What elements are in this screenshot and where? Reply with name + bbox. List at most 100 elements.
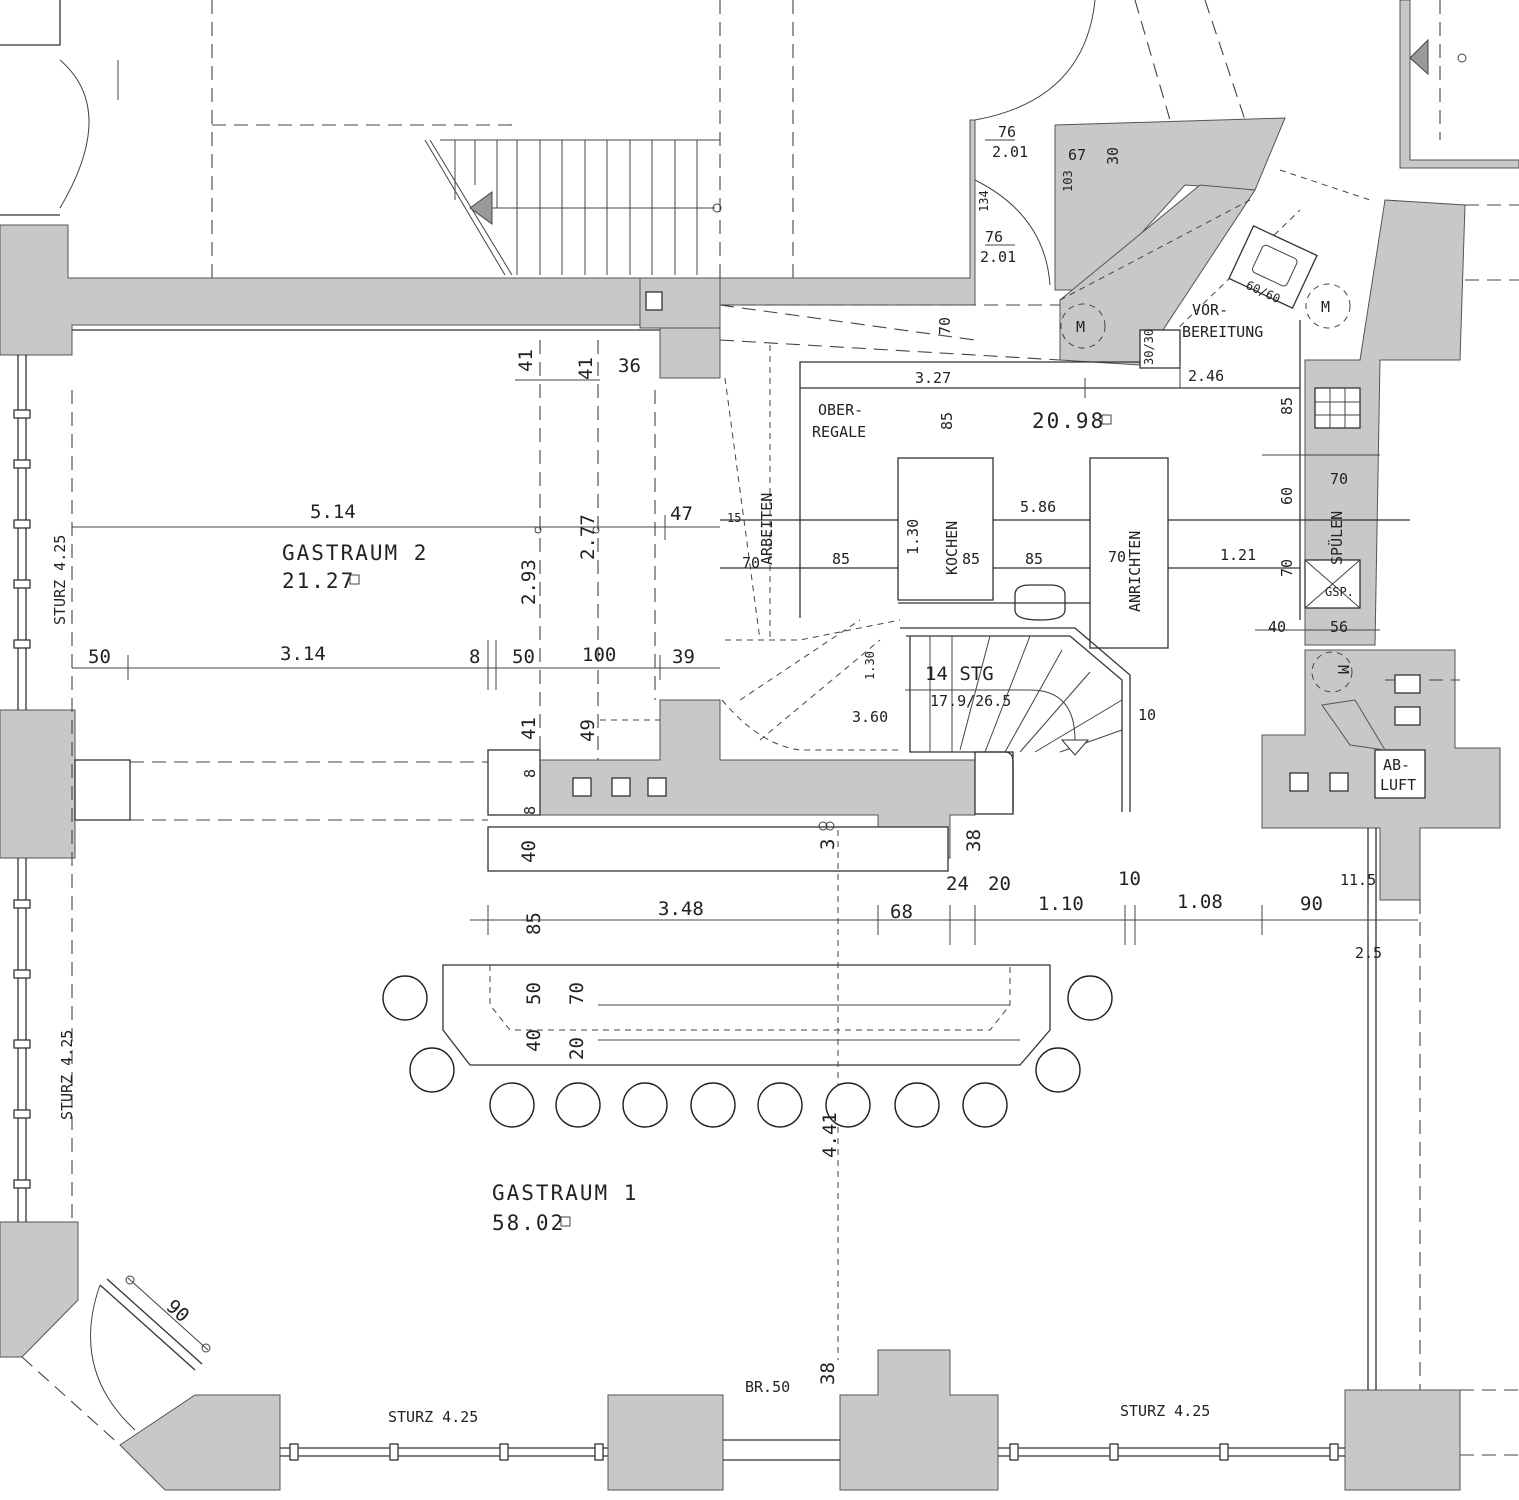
dim-85-right: 85 <box>1278 397 1296 415</box>
dim-8-a: 8 <box>469 646 480 668</box>
dim-8-c: 8 <box>521 806 539 815</box>
dim-2-93: 2.93 <box>518 559 540 605</box>
room-labels: GASTRAUM 2 21.27 GASTRAUM 1 58.02 20.98 <box>282 409 1112 1235</box>
bar-stool <box>1035 1047 1081 1093</box>
dim-10-a: 10 <box>1118 868 1141 890</box>
kitchen-corner-wall <box>1059 184 1256 366</box>
dim-38-a: 38 <box>963 829 985 852</box>
label-sturz-bottom-right: STURZ 4.25 <box>1120 1402 1210 1420</box>
doors <box>59 0 1096 1431</box>
dim-8-b: 8 <box>521 769 539 778</box>
room-name-gastraum-1: GASTRAUM 1 <box>492 1181 638 1205</box>
bar-counter <box>442 964 1051 1066</box>
bar-stool <box>825 1082 871 1128</box>
label-br50: BR.50 <box>745 1378 790 1396</box>
dim-85-d: 85 <box>523 912 545 935</box>
south-west-pier <box>119 1394 281 1491</box>
dim-38-b: 38 <box>817 1362 839 1385</box>
label-box-30-30: 30/30 <box>1142 329 1156 365</box>
dim-40-b: 40 <box>523 1029 545 1052</box>
dim-76-a: 76 <box>998 123 1016 141</box>
door-swing-sw <box>90 1284 136 1431</box>
box-30-30 <box>1139 329 1181 369</box>
abluft-box <box>1374 749 1426 799</box>
dim-70-top: 70 <box>936 317 954 335</box>
stair-arrow-icon <box>469 191 493 225</box>
dim-70-r2: 70 <box>1278 559 1296 577</box>
dim-40-r: 40 <box>1268 618 1286 636</box>
motor-icon <box>1305 283 1351 329</box>
stair-treads <box>454 140 698 275</box>
dim-100: 100 <box>582 644 616 666</box>
bar-stools <box>382 975 1113 1128</box>
dim-1-08: 1.08 <box>1177 891 1223 913</box>
dim-67: 67 <box>1068 146 1086 164</box>
windows <box>13 409 1339 1461</box>
bar-stool <box>489 1082 535 1128</box>
sink-icon <box>1014 584 1066 621</box>
dim-3-60: 3.60 <box>852 708 888 726</box>
spiral-stair <box>721 619 1131 812</box>
bar-stool <box>962 1082 1008 1128</box>
dim-2-5: 2.5 <box>1355 944 1382 962</box>
dim-41-a: 41 <box>515 349 537 372</box>
dim-70-l: 70 <box>742 554 760 572</box>
north-stair-core <box>1399 0 1519 169</box>
bar-stool <box>690 1082 736 1128</box>
label-motor-3: M <box>1334 665 1352 674</box>
label-oberregale-1: OBER- <box>818 401 863 419</box>
function-labels: OBER- REGALE VOR- BEREITUNG ARBEITEN KOC… <box>51 278 1416 1426</box>
label-gsp: GSP. <box>1325 585 1354 599</box>
label-motor-1: M <box>1076 318 1085 336</box>
hidden-lines <box>21 0 1519 1456</box>
south-west-corner <box>0 1221 79 1358</box>
dim-2-77: 2.77 <box>577 514 599 560</box>
serving-counter <box>1089 457 1169 649</box>
stair-arrow-icon <box>1409 38 1429 76</box>
room-area-kitchen: 20.98 <box>1032 409 1105 433</box>
label-motor-2: M <box>1321 298 1330 316</box>
dim-2-46: 2.46 <box>1188 367 1224 385</box>
west-pier-mid <box>0 709 76 859</box>
label-arbeiten: ARBEITEN <box>758 493 776 565</box>
room-name-gastraum-2: GASTRAUM 2 <box>282 541 428 565</box>
label-abluft-2: LUFT <box>1380 776 1416 794</box>
dim-41-c: 41 <box>518 717 540 740</box>
bar-stool <box>622 1082 668 1128</box>
dimension-labels: 5.14 47 15 5.86 3.27 2.46 85 85 70 70 60… <box>88 123 1382 1385</box>
dim-76-b: 76 <box>985 228 1003 246</box>
dim-103: 103 <box>1061 170 1075 192</box>
north-wall <box>0 119 976 379</box>
dim-47: 47 <box>670 503 693 525</box>
dim-60-r: 60 <box>1278 487 1296 505</box>
motor-icon <box>1311 651 1353 693</box>
dim-68: 68 <box>890 901 913 923</box>
label-kochen: KOCHEN <box>943 521 961 575</box>
bar-stool <box>1067 975 1113 1021</box>
label-stairs-ratio: 17.9/26.5 <box>930 692 1011 710</box>
south-pier-1 <box>607 1394 724 1491</box>
door-swing-nw <box>59 59 90 209</box>
dim-85-top: 85 <box>938 412 956 430</box>
dim-50-l: 50 <box>88 646 111 668</box>
door-swing-toilet <box>974 179 1051 286</box>
south-pier-2 <box>839 1349 999 1491</box>
kitchen-equipment <box>572 225 1426 799</box>
dim-201-a: 2.01 <box>992 143 1028 161</box>
bar-stool <box>894 1082 940 1128</box>
room-area-gastraum-2: 21.27 <box>282 569 355 593</box>
dim-5-86: 5.86 <box>1020 498 1056 516</box>
dim-85-a: 85 <box>832 550 850 568</box>
dim-3-27: 3.27 <box>915 369 951 387</box>
dim-3-14: 3.14 <box>280 643 326 665</box>
north-east-wall <box>1054 117 1286 291</box>
dim-3-b: 3 <box>817 839 839 850</box>
dim-1-30b: 1.30 <box>863 651 877 680</box>
motor-icon <box>1060 303 1106 349</box>
label-abluft-1: AB- <box>1383 756 1410 774</box>
dimension-lines <box>72 139 1418 1353</box>
label-sturz-left-top: STURZ 4.25 <box>51 535 69 625</box>
bar-stool <box>382 975 428 1021</box>
dim-4-41: 4.41 <box>819 1112 841 1158</box>
